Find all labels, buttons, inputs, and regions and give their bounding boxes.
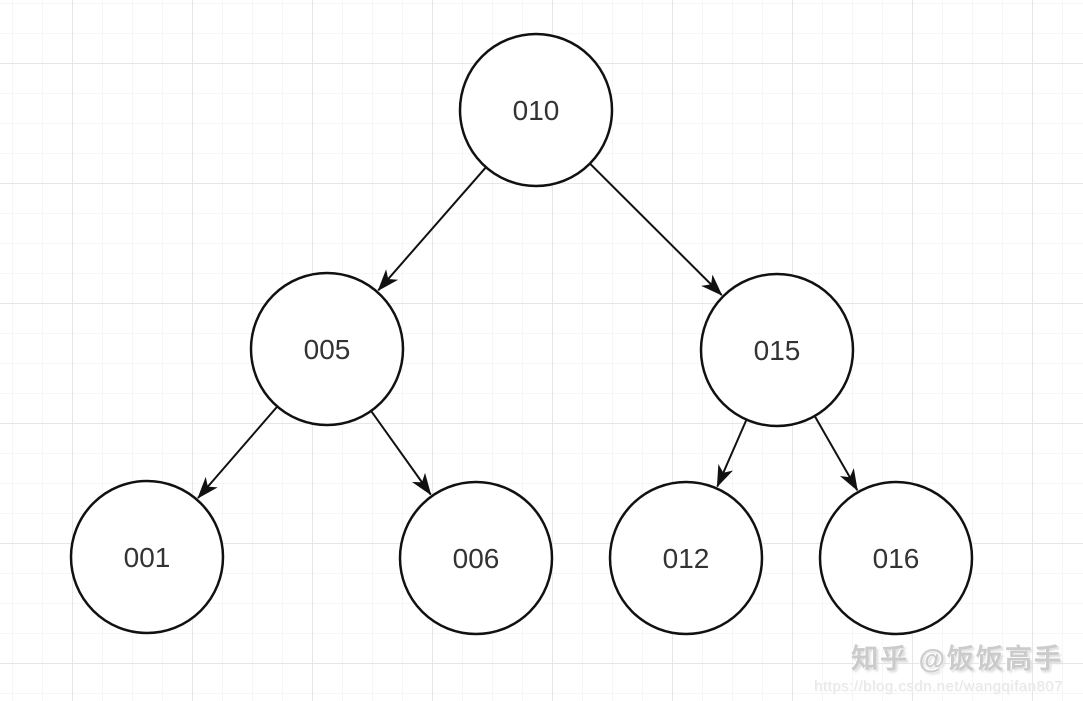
tree-node-010: 010 — [458, 32, 614, 188]
edge-005-001 — [197, 405, 279, 499]
tree-node-circle-001 — [69, 479, 225, 635]
tree-node-circle-006 — [398, 480, 554, 636]
tree-node-015: 015 — [699, 272, 855, 428]
tree-node-circle-015 — [699, 272, 855, 428]
tree-node-label-005: 005 — [304, 334, 351, 365]
edge-010-005 — [377, 166, 487, 292]
edges-layer — [197, 162, 859, 499]
tree-node-005: 005 — [249, 271, 405, 427]
tree-node-circle-005 — [249, 271, 405, 427]
edge-010-015 — [589, 162, 723, 296]
tree-node-label-010: 010 — [513, 95, 560, 126]
tree-node-circle-010 — [458, 32, 614, 188]
tree-node-label-015: 015 — [754, 335, 801, 366]
tree-node-016: 016 — [818, 480, 974, 636]
nodes-layer: 010 005 015 001 006 012 016 — [69, 32, 974, 636]
edge-015-012 — [716, 419, 748, 488]
tree-node-label-012: 012 — [663, 543, 710, 574]
edge-005-006 — [370, 410, 432, 496]
tree-node-circle-012 — [608, 480, 764, 636]
tree-node-001: 001 — [69, 479, 225, 635]
tree-node-006: 006 — [398, 480, 554, 636]
tree-node-label-016: 016 — [873, 543, 920, 574]
tree-node-circle-016 — [818, 480, 974, 636]
tree-node-label-001: 001 — [124, 542, 171, 573]
edge-015-016 — [813, 415, 859, 492]
tree-node-label-006: 006 — [453, 543, 500, 574]
tree-node-012: 012 — [608, 480, 764, 636]
